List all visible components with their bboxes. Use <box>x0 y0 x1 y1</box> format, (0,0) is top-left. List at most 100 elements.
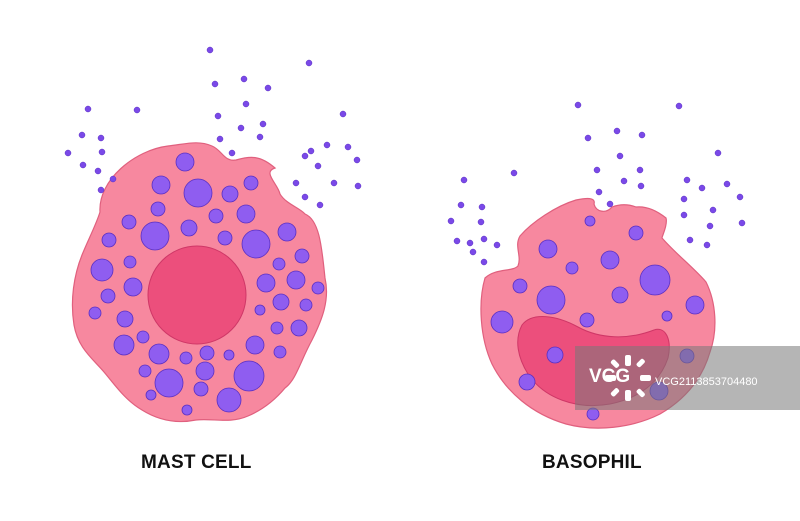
released-granule <box>680 195 688 203</box>
granule <box>154 368 184 398</box>
released-granule <box>237 124 245 132</box>
released-granule <box>353 156 361 164</box>
granule <box>179 351 193 365</box>
released-granule <box>714 149 722 157</box>
released-granule <box>316 201 324 209</box>
watermark: VCG VCG2113853704480 <box>575 346 800 410</box>
released-granule <box>680 211 688 219</box>
released-granule <box>478 203 486 211</box>
released-granule <box>593 166 601 174</box>
released-granule <box>292 179 300 187</box>
released-granule <box>477 218 485 226</box>
released-granule <box>240 75 248 83</box>
granule <box>88 306 102 320</box>
released-granule <box>97 134 105 142</box>
granule <box>183 178 213 208</box>
released-granule <box>738 219 746 227</box>
granule <box>272 257 286 271</box>
granule <box>208 208 224 224</box>
released-granule <box>686 236 694 244</box>
granule <box>101 232 117 248</box>
granule <box>685 295 705 315</box>
released-granule <box>616 152 624 160</box>
released-granule <box>595 188 603 196</box>
granule <box>199 345 215 361</box>
granule <box>145 389 157 401</box>
mast-cell-nucleus <box>147 245 247 345</box>
granule <box>113 334 135 356</box>
released-granule <box>84 105 92 113</box>
granule <box>100 288 116 304</box>
watermark-id: VCG2113853704480 <box>655 376 758 388</box>
granule <box>536 285 566 315</box>
mast-cell <box>64 46 362 423</box>
granule <box>136 330 150 344</box>
granule <box>241 229 271 259</box>
released-granule <box>344 143 352 151</box>
basophil-released-granules <box>447 101 746 266</box>
released-granule <box>480 235 488 243</box>
granule <box>150 201 166 217</box>
released-granule <box>703 241 711 249</box>
granule <box>223 349 235 361</box>
released-granule <box>94 167 102 175</box>
released-granule <box>98 148 106 156</box>
released-granule <box>510 169 518 177</box>
granule <box>148 343 170 365</box>
granule <box>138 364 152 378</box>
released-granule <box>79 161 87 169</box>
granule <box>538 239 558 259</box>
granule <box>518 373 536 391</box>
granule <box>236 204 256 224</box>
released-granule <box>620 177 628 185</box>
released-granule <box>493 241 501 249</box>
released-granule <box>637 182 645 190</box>
released-granule <box>339 110 347 118</box>
basophil-label: BASOPHIL <box>542 452 642 473</box>
granule <box>546 346 564 364</box>
released-granule <box>97 186 105 194</box>
mast-cell-label: MAST CELL <box>141 452 252 473</box>
released-granule <box>259 120 267 128</box>
released-granule <box>584 134 592 142</box>
granule <box>140 221 170 251</box>
granule <box>277 222 297 242</box>
released-granule <box>354 182 362 190</box>
released-granule <box>323 141 331 149</box>
released-granule <box>706 222 714 230</box>
granule <box>311 281 325 295</box>
granule <box>90 258 114 282</box>
released-granule <box>638 131 646 139</box>
granule <box>290 319 308 337</box>
granule <box>245 335 265 355</box>
watermark-logo-icon <box>605 355 651 401</box>
granule <box>175 152 195 172</box>
released-granule <box>574 101 582 109</box>
granule <box>233 360 265 392</box>
released-granule <box>216 135 224 143</box>
released-granule <box>709 206 717 214</box>
released-granule <box>242 100 250 108</box>
granule <box>254 304 266 316</box>
released-granule <box>133 106 141 114</box>
granule <box>256 273 276 293</box>
released-granule <box>330 179 338 187</box>
granule <box>628 225 644 241</box>
mast-cell-released-granules <box>64 46 362 209</box>
released-granule <box>723 180 731 188</box>
granule <box>294 248 310 264</box>
granule <box>579 312 595 328</box>
released-granule <box>636 166 644 174</box>
released-granule <box>301 193 309 201</box>
granule <box>611 286 629 304</box>
granule <box>272 293 290 311</box>
released-granule <box>466 239 474 247</box>
granule <box>584 215 596 227</box>
granule <box>565 261 579 275</box>
released-granule <box>447 217 455 225</box>
granule <box>273 345 287 359</box>
granule <box>639 264 671 296</box>
released-granule <box>307 147 315 155</box>
granule <box>193 381 209 397</box>
